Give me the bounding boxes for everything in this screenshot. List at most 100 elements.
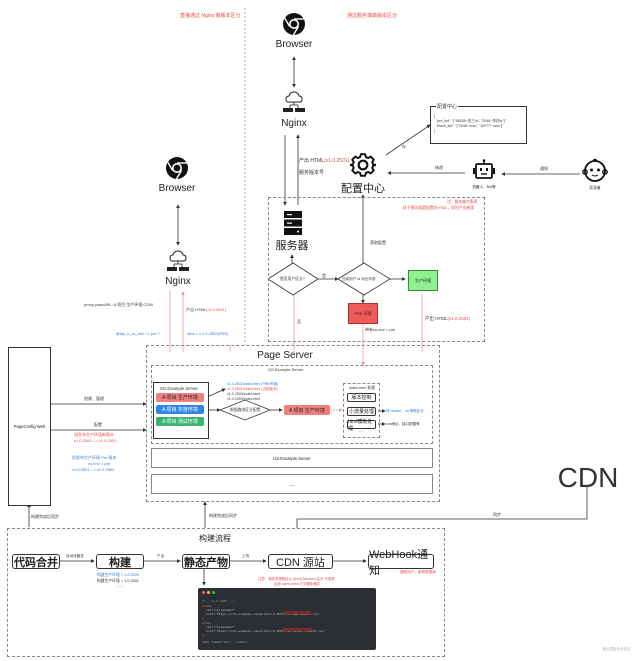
server-note-line2: 样子服务需要配置的HTML，同时产出新版 (403, 206, 475, 210)
page-server-title: Page Server (257, 350, 313, 361)
nginx-label-left: Nginx (165, 276, 191, 287)
more-server-box: ...... (151, 474, 433, 494)
pageconfig-sync-label: 构建完成后同步 (31, 514, 59, 519)
watermark: 稀土掘金技术社区 (603, 647, 631, 651)
window-close-dot (202, 591, 205, 594)
left-output-html-note: 产出 HTML(v1.0.2501) (186, 307, 227, 313)
release-note-red-1: 如发布生产环境新版本 (74, 432, 114, 437)
config-popup-title: 配置中心 (436, 104, 459, 110)
arrow-create-label: 创建、管理 (84, 396, 104, 401)
service-version-note: 服务版本号 (299, 170, 325, 176)
window-max-dot (212, 591, 215, 594)
arrow-upload: 上传 (242, 554, 250, 558)
step-code-merge: 代码合并 (12, 554, 60, 569)
step-static-artifacts: 静态产物 (182, 554, 230, 569)
build-flow-region (7, 528, 445, 657)
index-item-template: html模板处理 (347, 419, 376, 432)
decision-no-label: 否 (297, 319, 301, 324)
build-note-blue: 构建生产环境 = 1.0.2500 (97, 573, 139, 577)
chrome-browser-icon-left (165, 156, 189, 180)
build-sync-label: 构建完成后同步 (209, 513, 237, 518)
right-approach-note: 通过服务端做版本区分 (347, 13, 398, 19)
user-avatar-icon (582, 157, 608, 183)
cdn-sync-label: 同步 (493, 512, 501, 517)
env-condition-note: $http_x_xx_env == pre ? (116, 331, 161, 336)
output-html-bottom-version: (v1.0.2501) (447, 316, 471, 321)
code-line-2: <link (202, 604, 212, 608)
config-popup-line1: { (434, 114, 436, 118)
index-item-traffic: 小流量处理 (347, 407, 376, 416)
code-line-10: <div class="xx">...</div> (202, 640, 248, 644)
decision-user-diamond (267, 262, 319, 296)
arrow-notify-label: 通知 (540, 166, 548, 171)
traffic-note: 按 header、ua 等做区分 (386, 409, 424, 413)
code-highlight-2 (283, 628, 311, 631)
arrow-config-label: 配置 (94, 422, 102, 427)
env-more: ... (176, 427, 180, 432)
user-label: 实现者 (589, 186, 601, 190)
arrow-save-label: 存 (402, 144, 406, 149)
build-note-more: ...... (117, 584, 123, 588)
output-html-text: 产出 HTML (299, 158, 325, 164)
build-note-black: 构建生产环境 = 1.0.2501 (97, 579, 139, 583)
proxy-pass-note: proxy-passURL: A 项目 生产环境.COM (84, 302, 153, 307)
html-version-note: html = v.1.0.2502(PRE) (187, 331, 229, 336)
nginx-cloud-icon-left (164, 249, 192, 275)
release-note-blue-1: 如发布生产环境 Pre 版本 (72, 455, 117, 460)
env-prod: A 项目 生产环境 (156, 393, 204, 402)
decision-yes-label: 是 (322, 273, 326, 278)
route-decision-label: 根据路由区分配置 (230, 408, 261, 412)
output-html-version: (v1.0.2501) (324, 158, 350, 164)
window-min-dot (207, 591, 210, 594)
fetch-config-label: 获取配置 (370, 240, 386, 245)
config-popup-line4: } (434, 129, 436, 133)
webhook-note: 通知用户、更新数据库 (400, 570, 436, 574)
cdn-note-2: 运用 name-hash 方式避免缓存 (274, 582, 320, 586)
code-line-7: rel="stylesheet" (206, 625, 235, 629)
config-popup-line3: "black_list": "["2048~xxxx", "63777~xxxx… (436, 124, 504, 128)
robot-label: 机器人、Bot等 (472, 185, 496, 189)
cdn-label: CDN (557, 462, 619, 493)
index-process-title: index.html 处理 (349, 386, 375, 390)
code-line-3: rel="stylesheet" (206, 608, 235, 612)
page-server-region (146, 345, 440, 502)
pre-hint-label: 带有xx-env = pre (365, 327, 396, 332)
step-cdn-origin: CDN 源站 (268, 554, 333, 569)
server-side-region (268, 197, 485, 342)
result-pre-box: PRE 环境 (348, 303, 378, 324)
browser-label-left: Browser (158, 183, 196, 194)
left-output-html-version: (v1.0.2501) (206, 307, 227, 312)
result-prod-box: 生产环境 (408, 270, 438, 291)
index-item-version: 版本控制 (347, 393, 376, 402)
release-note-blue-3: v1.0.2501 --> v1.0.2502 (72, 467, 115, 472)
arrow-modify-label: 修改 (435, 165, 443, 170)
step-build: 构建 (96, 554, 144, 569)
pageconfig-web-box: PageConfig Web (8, 347, 51, 506)
code-line-6: <link (202, 621, 212, 625)
config-popup-line2: "pre_list": "["65535~张三\s", "2048~李四\s"]… (436, 119, 507, 123)
decision-route-diamond (218, 399, 272, 421)
code-line-5: > (202, 616, 204, 620)
server-note-line1: 注：服务端对照表 (447, 200, 478, 204)
left-output-html-text: 产出 HTML (186, 307, 206, 312)
server-label: 服务器 (275, 240, 309, 252)
left-approach-note: 直接通过 Nginx 做版本区分 (180, 13, 241, 19)
server-icon (284, 211, 302, 235)
config-center-label: 配置中心 (341, 183, 385, 195)
output-html-bottom-text: 产出 HTML (425, 316, 448, 321)
arrow-output: 产出 (157, 554, 165, 558)
env-gray: A 项目 灰度环境 (156, 405, 204, 414)
output-html-bottom-note: 产出 HTML(v1.0.2501) (425, 316, 470, 321)
decision-user-label: 是否用户区分? (280, 277, 305, 281)
code-line-8: href="https://cdn.example.com/prod/1.0.2… (206, 629, 326, 633)
decision-uid-diamond (337, 262, 391, 296)
index-more: ...... (358, 429, 364, 433)
config-popup: 配置中心 { "pre_list": "["65535~张三\s", "2048… (430, 104, 527, 144)
target-env-box: A 项目 生产环境 (284, 405, 330, 415)
browser-label: Browser (275, 39, 313, 50)
code-line-9: > (202, 633, 204, 637)
step-webhook: WebHook通知 (368, 549, 434, 577)
arrow-auto-trigger: 自动化触发 (66, 554, 84, 558)
robot-icon (472, 159, 496, 181)
